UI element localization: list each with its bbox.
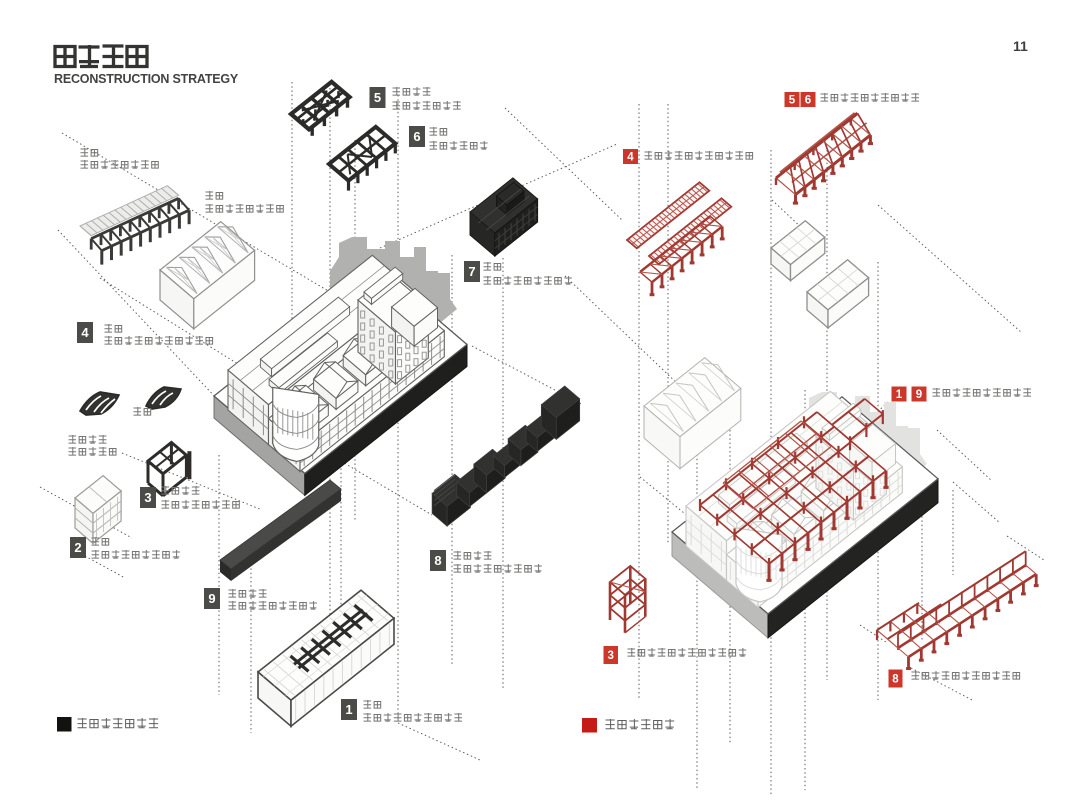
svg-text:3: 3: [608, 650, 614, 662]
svg-text:8: 8: [434, 553, 441, 568]
svg-text:3: 3: [144, 490, 151, 505]
svg-text:11: 11: [1013, 38, 1028, 54]
svg-text:9: 9: [208, 591, 215, 606]
svg-text:2: 2: [74, 540, 81, 555]
svg-text:6: 6: [413, 129, 420, 144]
svg-text:5: 5: [374, 90, 381, 105]
svg-text:1: 1: [896, 389, 903, 401]
svg-text:9: 9: [916, 389, 922, 401]
svg-text:4: 4: [627, 152, 634, 164]
svg-text:5: 5: [789, 95, 796, 107]
svg-text:4: 4: [81, 325, 89, 340]
svg-text:7: 7: [468, 264, 475, 279]
svg-text:1: 1: [345, 702, 352, 717]
svg-text:RECONSTRUCTION STRATEGY: RECONSTRUCTION STRATEGY: [54, 72, 239, 86]
svg-text:6: 6: [805, 95, 811, 107]
svg-text:8: 8: [892, 674, 899, 686]
